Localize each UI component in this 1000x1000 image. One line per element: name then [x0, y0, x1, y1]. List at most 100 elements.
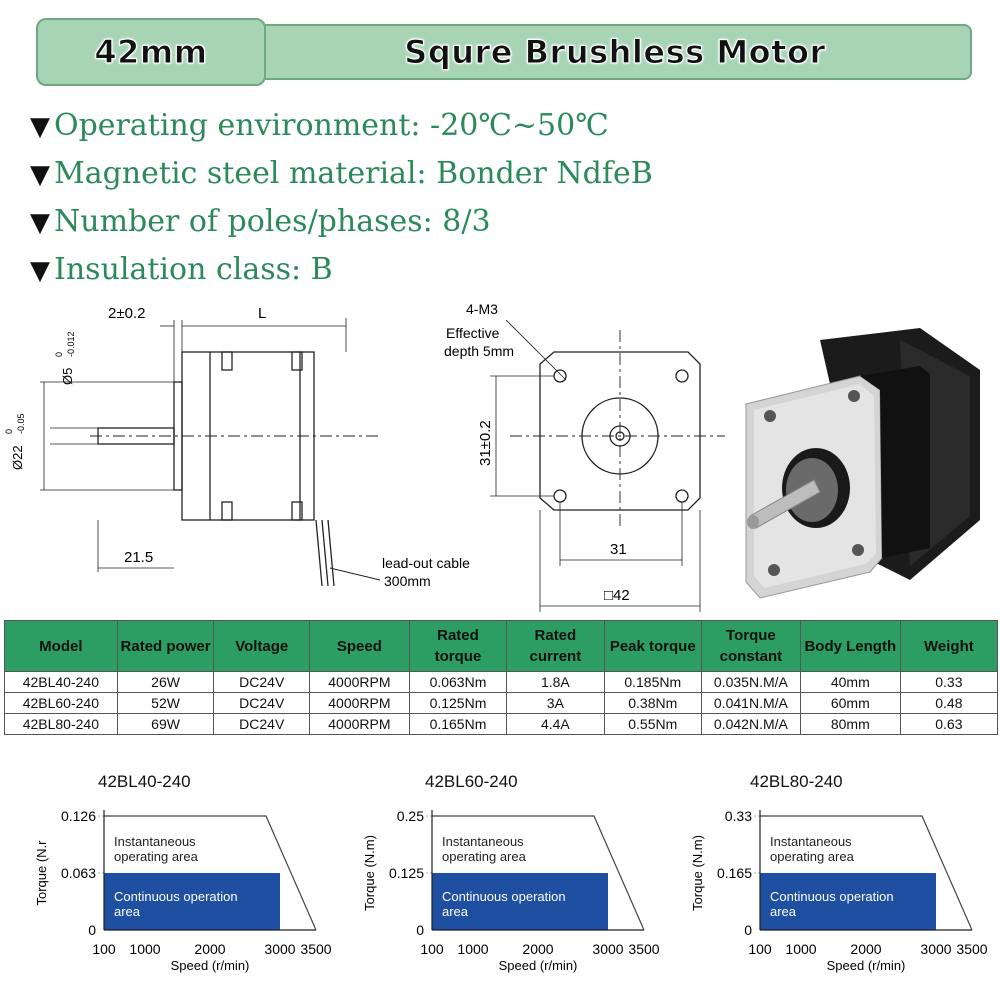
dim-flange: 2±0.2	[108, 305, 145, 322]
dim-length: L	[258, 305, 266, 322]
continuous-area	[432, 873, 608, 930]
x-axis-label: Speed (r/min)	[499, 958, 578, 973]
table-cell: 40mm	[799, 671, 901, 693]
x-tick-label: 2000	[194, 941, 225, 957]
table-cell: DC24V	[213, 692, 311, 714]
y-tick-label: 0.33	[725, 808, 752, 824]
dim-hole-vertical: 31±0.2	[477, 420, 494, 466]
spec-text: Operating environment: -20℃~50℃	[54, 108, 609, 143]
triangle-bullet-icon: ▼	[30, 112, 50, 142]
col-header: Rated power	[116, 620, 215, 672]
y-tick-label: 0	[416, 922, 424, 938]
spec-table: Model Rated power Voltage Speed Rated to…	[4, 620, 999, 735]
table-cell: 42BL60-240	[4, 692, 118, 714]
x-tick-label: 3500	[628, 941, 659, 957]
table-cell: DC24V	[213, 671, 311, 693]
col-header: Rated torque	[408, 620, 508, 672]
continuous-area	[760, 873, 936, 930]
dim-boss-dia-tol-top: 0	[4, 429, 14, 434]
chart-title: 42BL40-240	[98, 772, 191, 791]
table-cell: 0.55Nm	[603, 713, 702, 735]
screw-label: 4-M3	[466, 301, 498, 317]
x-tick-label: 100	[92, 941, 116, 957]
table-cell: DC24V	[213, 713, 311, 735]
x-tick-label: 1000	[457, 941, 488, 957]
continuous-area-label: area	[442, 904, 469, 919]
chart-title: 42BL60-240	[425, 772, 518, 791]
dim-shaft-dia-tol-top: 0	[54, 352, 64, 357]
table-cell: 0.125Nm	[408, 692, 508, 714]
x-tick-label: 3000	[592, 941, 623, 957]
col-header: Model	[4, 620, 118, 672]
dim-hole-horizontal: 31	[610, 541, 627, 558]
table-cell: 4000RPM	[309, 692, 410, 714]
table-cell: 4000RPM	[309, 713, 410, 735]
y-tick-label: 0.063	[61, 865, 96, 881]
table-cell: 0.63	[899, 713, 999, 735]
cable-label-2: 300mm	[384, 573, 431, 589]
y-tick-label: 0.165	[717, 865, 752, 881]
dim-shaft-dia-tol-bottom: -0.012	[66, 331, 76, 357]
table-cell: 0.185Nm	[603, 671, 702, 693]
x-axis-label: Speed (r/min)	[171, 958, 250, 973]
size-label: 42mm	[94, 33, 208, 72]
triangle-bullet-icon: ▼	[30, 160, 50, 190]
continuous-area-label: Continuous operation	[770, 889, 894, 904]
table-cell: 69W	[116, 713, 215, 735]
page-title: Squre Brushless Motor	[404, 33, 826, 72]
spec-text: Number of poles/phases: 8/3	[54, 204, 491, 239]
spec-line-magnet: ▼Magnetic steel material: Bonder NdfeB	[30, 156, 653, 191]
table-cell: 0.165Nm	[408, 713, 508, 735]
col-header: Weight	[899, 620, 999, 672]
table-cell: 0.063Nm	[408, 671, 508, 693]
table-cell: 0.041N.M/A	[700, 692, 801, 714]
x-tick-label: 100	[748, 941, 772, 957]
dim-boss-dia: Ø22	[10, 445, 25, 470]
continuous-area-label: area	[114, 904, 141, 919]
spec-text: Magnetic steel material: Bonder NdfeB	[54, 156, 653, 191]
col-header: Peak torque	[603, 620, 702, 672]
size-badge: 42mm	[36, 18, 266, 86]
y-tick-label: 0	[88, 922, 96, 938]
x-tick-label: 3000	[264, 941, 295, 957]
col-header: Torque constant	[700, 620, 801, 672]
triangle-bullet-icon: ▼	[30, 208, 50, 238]
table-cell: 0.035N.M/A	[700, 671, 801, 693]
continuous-area-label: Continuous operation	[114, 889, 238, 904]
spec-text: Insulation class: B	[54, 252, 333, 287]
x-tick-label: 1000	[785, 941, 816, 957]
col-header: Voltage	[213, 620, 311, 672]
depth-label-1: Effective	[446, 325, 500, 341]
y-tick-label: 0.125	[389, 865, 424, 881]
continuous-area-label: area	[770, 904, 797, 919]
instantaneous-boundary	[760, 815, 973, 931]
y-axis-label: Torque (N.r	[34, 840, 49, 906]
y-tick-label: 0.126	[61, 808, 96, 824]
instantaneous-area-label: Instantaneous	[114, 834, 196, 849]
table-cell: 0.33	[899, 671, 999, 693]
triangle-bullet-icon: ▼	[30, 256, 50, 286]
dim-shaft-dia: Ø5	[60, 368, 75, 385]
instantaneous-boundary	[104, 815, 317, 931]
instantaneous-area-label: operating area	[114, 849, 199, 864]
continuous-area-label: Continuous operation	[442, 889, 566, 904]
table-cell: 1.8A	[506, 671, 605, 693]
table-cell: 42BL80-240	[4, 713, 118, 735]
table-cell: 52W	[116, 692, 215, 714]
col-header: Body Length	[799, 620, 901, 672]
x-tick-label: 3500	[300, 941, 331, 957]
instantaneous-area-label: operating area	[442, 849, 527, 864]
table-header-row: Model Rated power Voltage Speed Rated to…	[4, 620, 999, 672]
table-cell: 60mm	[799, 692, 901, 714]
table-cell: 0.38Nm	[603, 692, 702, 714]
x-tick-label: 3000	[920, 941, 951, 957]
table-row: 42BL60-240 52W DC24V 4000RPM 0.125Nm 3A …	[4, 692, 999, 714]
x-tick-label: 1000	[129, 941, 160, 957]
spec-line-poles: ▼Number of poles/phases: 8/3	[30, 204, 491, 239]
x-axis-label: Speed (r/min)	[827, 958, 906, 973]
depth-label-2: depth 5mm	[444, 343, 514, 359]
table-cell: 80mm	[799, 713, 901, 735]
instantaneous-area-label: Instantaneous	[770, 834, 852, 849]
